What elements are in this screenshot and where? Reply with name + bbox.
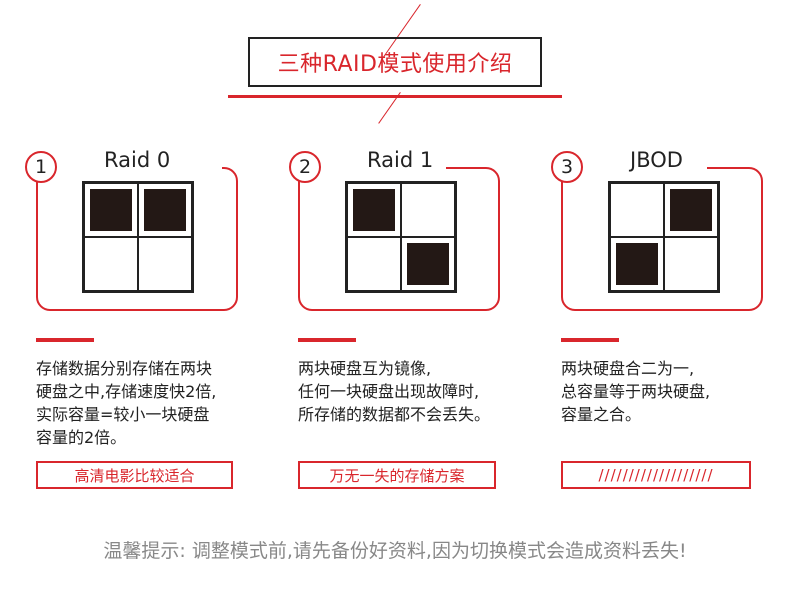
card-tag: 万无一失的存储方案	[298, 461, 496, 489]
card-title: JBOD	[626, 146, 687, 174]
card-description: 两块硬盘合二为一, 总容量等于两块硬盘, 容量之合。	[561, 359, 711, 424]
card-frame	[298, 167, 500, 311]
accent-line	[561, 338, 619, 342]
disk-cell-filled	[401, 237, 455, 291]
disk-cell-empty	[347, 237, 401, 291]
disk-grid-icon	[82, 181, 194, 293]
disk-cell-filled	[610, 237, 664, 291]
card-number-badge: 1	[25, 151, 57, 183]
card-tag-label: 高清电影比较适合	[74, 466, 195, 485]
card-number-badge: 3	[551, 151, 583, 183]
disk-cell-filled	[138, 183, 192, 237]
disk-grid-icon	[608, 181, 720, 293]
disk-cell-filled	[84, 183, 138, 237]
card-number: 3	[560, 156, 574, 178]
accent-line	[36, 338, 94, 342]
card-frame	[561, 167, 763, 311]
page-title-box: 三种RAID模式使用介绍	[248, 37, 542, 87]
card-title: Raid 1	[363, 146, 438, 174]
card-title: Raid 0	[100, 146, 175, 174]
card-tag: ///////////////////	[561, 461, 751, 489]
page-title: 三种RAID模式使用介绍	[277, 52, 513, 77]
disk-cell-filled	[664, 183, 718, 237]
card-number: 1	[34, 156, 48, 178]
card-tag: 高清电影比较适合	[36, 461, 233, 489]
card-tag-label: 万无一失的存储方案	[329, 466, 465, 485]
card-tag-label: ///////////////////	[598, 466, 714, 484]
disk-cell-empty	[84, 237, 138, 291]
disk-cell-empty	[664, 237, 718, 291]
title-underline	[228, 95, 562, 98]
disk-cell-empty	[610, 183, 664, 237]
disk-cell-empty	[401, 183, 455, 237]
disk-grid-icon	[345, 181, 457, 293]
card-description: 存储数据分别存储在两块 硬盘之中,存储速度快2倍, 实际容量=较小一块硬盘 容量…	[36, 359, 217, 447]
accent-line	[298, 338, 356, 342]
warning-note: 温馨提示: 调整模式前,请先备份好资料,因为切换模式会造成资料丢失!	[103, 540, 687, 562]
card-description: 两块硬盘互为镜像, 任何一块硬盘出现故障时, 所存储的数据都不会丢失。	[298, 359, 491, 424]
card-number-badge: 2	[289, 151, 321, 183]
disk-cell-filled	[347, 183, 401, 237]
card-number: 2	[298, 156, 312, 178]
disk-cell-empty	[138, 237, 192, 291]
